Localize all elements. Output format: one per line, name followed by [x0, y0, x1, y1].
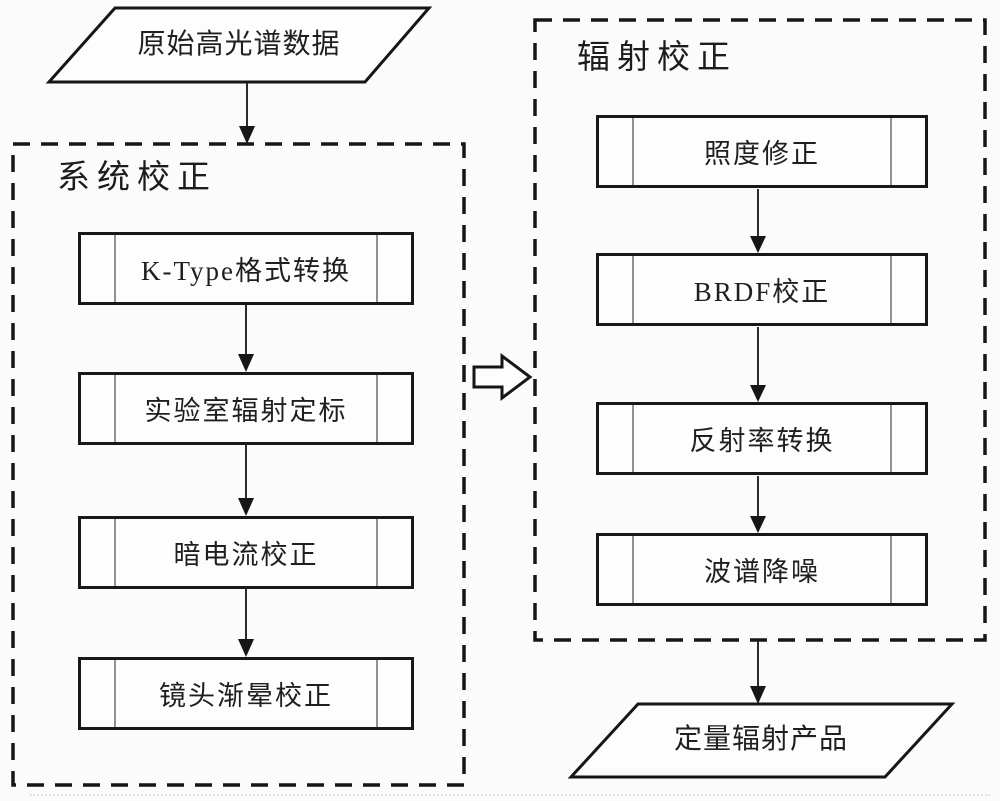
step-brdf-correction: BRDF校正 — [596, 253, 928, 326]
step-lens-vignetting-correction: 镜头渐晕校正 — [78, 657, 414, 730]
step-lab-radiometric-calibration: 实验室辐射定标 — [78, 372, 414, 445]
step-k-type-format-conversion: K-Type格式转换 — [78, 232, 414, 305]
predefined-process-bar-left — [114, 375, 116, 442]
block-arrow-system-to-radiometric — [472, 353, 533, 401]
arrow-dark-current-to-vignetting — [238, 589, 254, 657]
input-data-parallelogram — [45, 6, 433, 84]
step-illuminance-correction: 照度修正 — [596, 115, 928, 188]
predefined-process-bar-right — [376, 235, 378, 302]
step-label: 暗电流校正 — [173, 540, 319, 570]
predefined-process-bar-left — [632, 118, 634, 185]
system-correction-title: 系统校正 — [57, 160, 217, 196]
predefined-process-bar-left — [114, 235, 116, 302]
step-label: 照度修正 — [704, 139, 820, 169]
arrow-illuminance-to-brdf — [750, 189, 766, 253]
arrow-reflectance-to-denoise — [750, 476, 766, 533]
predefined-process-bar-right — [890, 536, 892, 603]
step-label: 镜头渐晕校正 — [159, 681, 333, 711]
step-dark-current-correction: 暗电流校正 — [78, 516, 414, 589]
scan-artifact-line — [30, 794, 990, 796]
step-label: 波谱降噪 — [704, 557, 820, 587]
predefined-process-bar-right — [376, 660, 378, 727]
predefined-process-bar-right — [376, 375, 378, 442]
predefined-process-bar-left — [632, 536, 634, 603]
step-label: K-Type格式转换 — [140, 256, 352, 286]
predefined-process-bar-right — [376, 519, 378, 586]
step-spectral-denoising: 波谱降噪 — [596, 533, 928, 606]
predefined-process-bar-right — [890, 405, 892, 472]
step-label: BRDF校正 — [693, 277, 831, 307]
predefined-process-bar-left — [632, 405, 634, 472]
radiometric-correction-container — [533, 18, 987, 642]
arrow-ktype-to-lab-calibration — [238, 305, 254, 372]
predefined-process-bar-right — [890, 256, 892, 323]
system-correction-container — [11, 142, 466, 787]
output-product-label: 定量辐射产品 — [673, 724, 848, 755]
input-data-label: 原始高光谱数据 — [137, 29, 341, 60]
arrow-brdf-to-reflectance — [750, 327, 766, 402]
predefined-process-bar-left — [114, 660, 116, 727]
predefined-process-bar-left — [632, 256, 634, 323]
arrow-input-to-system-correction — [239, 83, 255, 144]
step-reflectance-conversion: 反射率转换 — [596, 402, 928, 475]
output-product-parallelogram — [567, 702, 956, 779]
step-label: 反射率转换 — [689, 426, 835, 456]
radiometric-correction-title: 辐射校正 — [577, 40, 737, 76]
predefined-process-bar-right — [890, 118, 892, 185]
step-label: 实验室辐射定标 — [144, 396, 348, 426]
predefined-process-bar-left — [114, 519, 116, 586]
arrow-lab-calibration-to-dark-current — [238, 445, 254, 516]
arrow-radiometric-to-output — [750, 641, 766, 704]
